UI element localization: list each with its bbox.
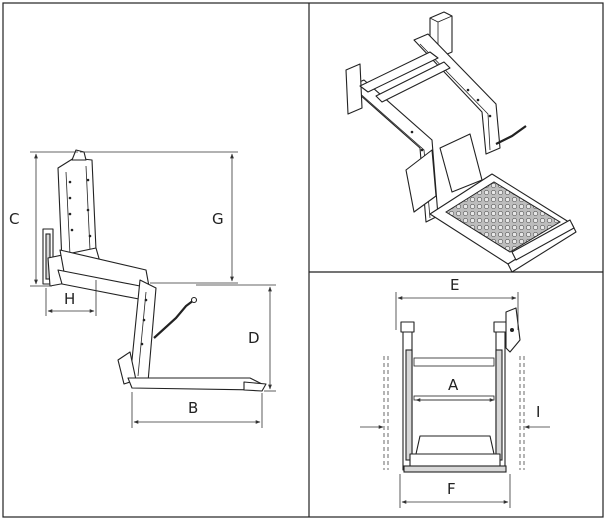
dimension-A: A [415, 376, 495, 402]
dimension-label-A: A [448, 376, 459, 394]
platform-side [127, 377, 263, 391]
dimension-H: H [45, 280, 97, 316]
dimension-B: B [131, 392, 263, 428]
dimension-label-C: C [9, 210, 19, 228]
front-top-bar [413, 357, 495, 367]
front-roll-stop-flap [415, 435, 495, 455]
dimension-E: E [395, 276, 519, 330]
iso-handrail [495, 125, 527, 145]
dimension-D: D [196, 284, 276, 392]
side-view: C G H D B [9, 149, 276, 428]
dimension-G: G [80, 151, 238, 284]
top-crossbar [359, 51, 439, 93]
dimension-C: C [9, 151, 78, 287]
mid-crossbar [375, 61, 451, 103]
handrail [153, 299, 195, 339]
iso-roll-stop-flap [405, 149, 437, 213]
dimension-label-D: D [248, 329, 260, 347]
isometric-view [345, 11, 577, 273]
left-mount-plate [345, 63, 363, 115]
top-hinge [71, 149, 87, 161]
front-view: E A I F [360, 276, 550, 508]
dimension-label-G: G [212, 210, 224, 228]
dimension-F: F [399, 474, 511, 508]
iso-back-panel [439, 133, 483, 193]
right-upright [413, 33, 501, 155]
dimension-label-B: B [188, 399, 198, 417]
dimension-label-E: E [450, 276, 459, 294]
upright-column [57, 157, 97, 263]
dimension-label-F: F [447, 480, 456, 498]
dimension-I: I [360, 403, 550, 429]
dimension-label-H: H [64, 290, 75, 308]
platform-ramp [243, 381, 267, 392]
dimension-label-I: I [536, 403, 540, 421]
rivets [68, 178, 148, 346]
iso-platform-grate [445, 181, 561, 253]
